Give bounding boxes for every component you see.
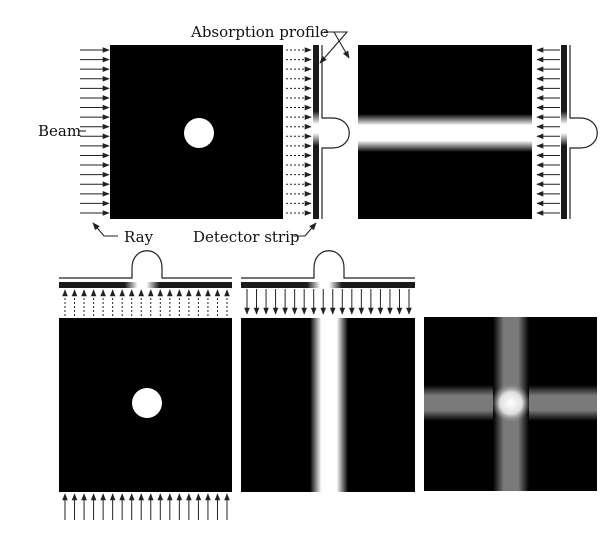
absorption-profile-curve	[569, 45, 598, 219]
panel-summed-backprojections	[424, 317, 597, 491]
panel-vertical-projection	[59, 250, 232, 520]
detector-strip	[241, 282, 415, 288]
backprojection-rays	[244, 289, 412, 315]
detector-strip-leader	[294, 222, 317, 237]
backprojected-band	[310, 318, 348, 492]
intersection-highlight	[491, 383, 531, 423]
panel-horizontal-projection	[80, 45, 350, 219]
absorption-profile-label: Absorption profile	[190, 23, 329, 41]
panel-horizontal-backprojection	[358, 45, 598, 219]
absorption-profile-curve	[321, 45, 350, 219]
beam-label: Beam	[38, 122, 81, 140]
transmitted-rays-right	[286, 47, 312, 216]
object-disk	[184, 118, 214, 148]
beam-rays-bottom	[62, 493, 230, 520]
absorption-profile-leader	[319, 31, 349, 64]
backprojection-rays	[536, 47, 560, 216]
absorption-profile-curve	[241, 250, 415, 279]
ray-label: Ray	[124, 228, 154, 246]
beam-rays-left	[80, 47, 110, 216]
annotations: Absorption profile Beam Ray Detector str…	[38, 23, 350, 246]
absorption-profile-leader-2	[333, 31, 350, 59]
panel-vertical-backprojection	[241, 250, 415, 492]
transmitted-rays-up	[62, 289, 230, 316]
ray-leader	[92, 222, 118, 237]
detector-strip	[313, 45, 319, 219]
detector-strip-label: Detector strip	[193, 228, 300, 246]
absorption-profile-curve	[59, 250, 232, 279]
backprojected-band	[358, 114, 532, 152]
object-disk	[132, 388, 162, 418]
detector-strip	[59, 282, 232, 288]
detector-strip	[561, 45, 567, 219]
